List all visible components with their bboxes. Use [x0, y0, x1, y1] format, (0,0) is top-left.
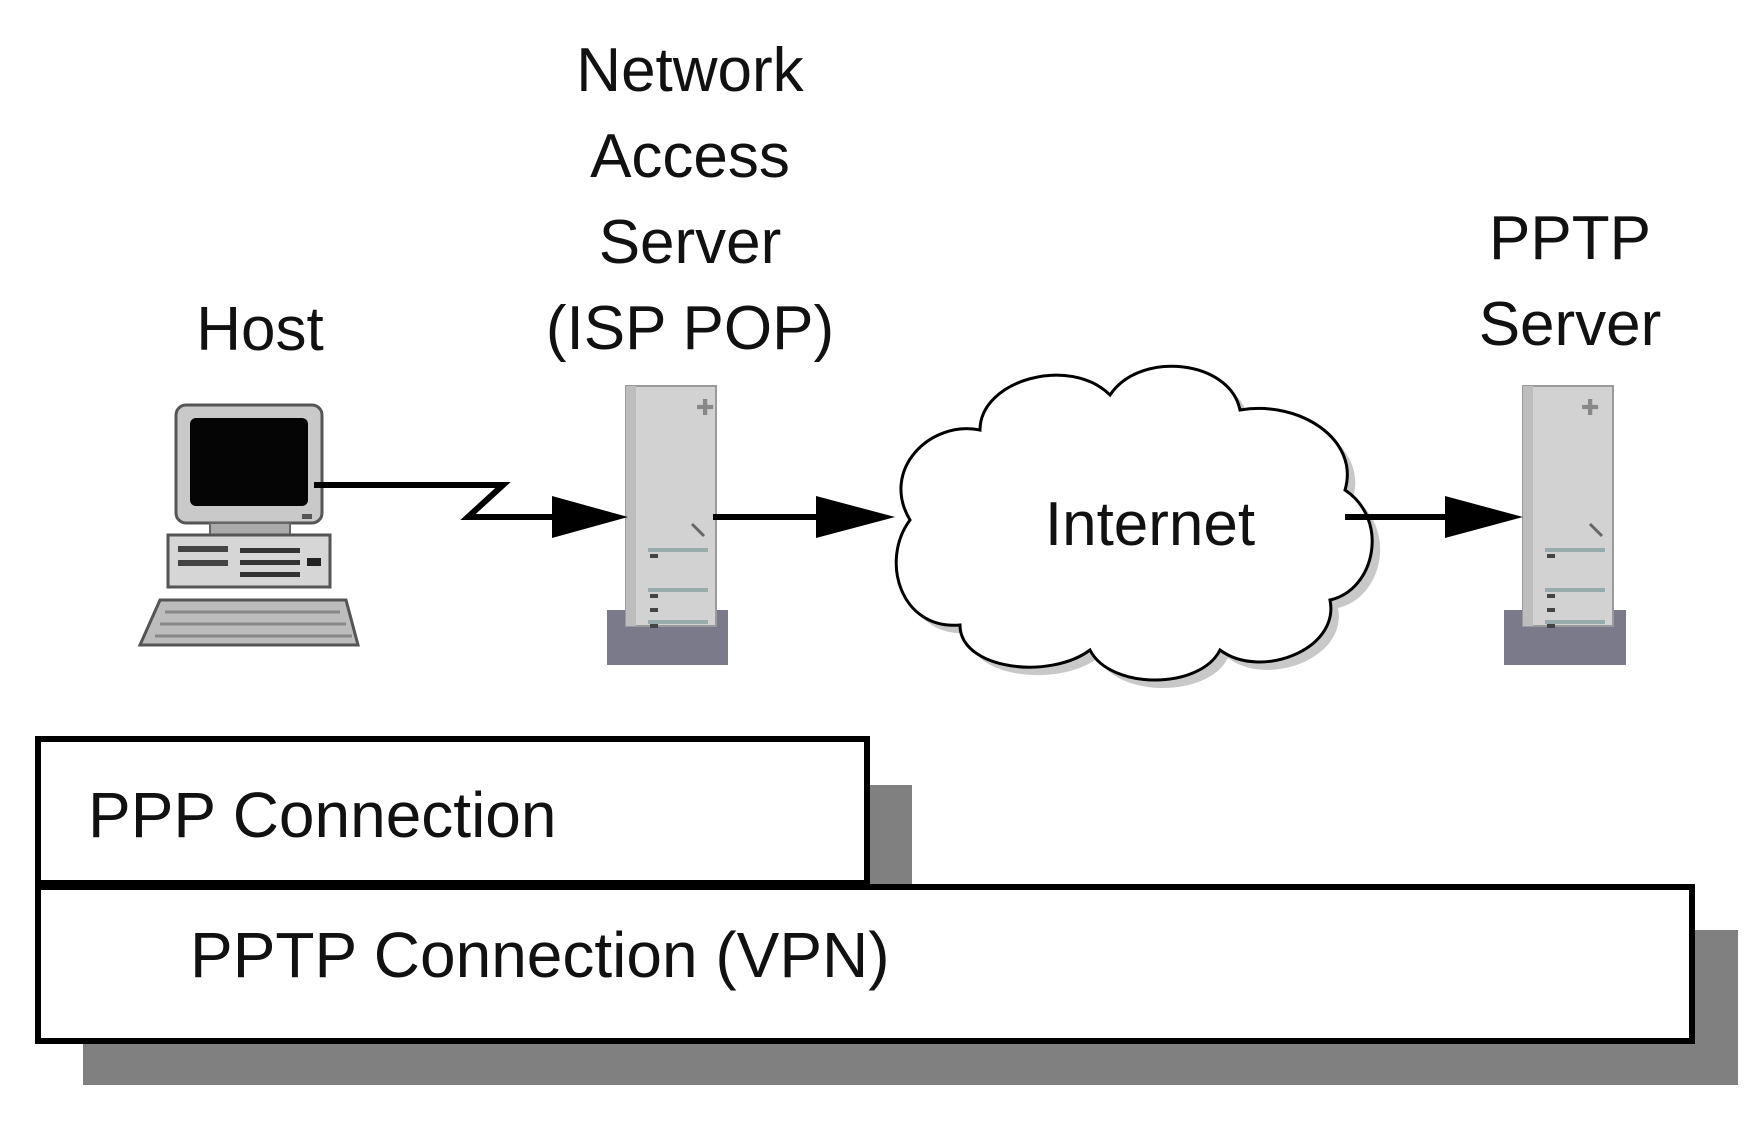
nas-to-internet-arrow: [713, 496, 895, 538]
nas-label-line: Access: [590, 122, 790, 191]
internet-label: Internet: [1044, 490, 1256, 559]
pptp-connection-label: PPTP Connection (VPN): [190, 919, 890, 991]
svg-text:✚: ✚: [696, 396, 714, 421]
pptp-connection-bar: [35, 884, 1695, 1044]
pptp-server-label-line: Server: [1478, 290, 1662, 359]
nas-label-line: (ISP POP): [545, 294, 835, 363]
dialup-link: [314, 482, 628, 538]
cloud-icon: [894, 364, 1381, 688]
nas-label: Network Access Server (ISP POP): [500, 28, 880, 372]
ppp-connection-bar: [35, 736, 870, 886]
ppp-connection-label: PPP Connection: [88, 779, 557, 851]
nas-label-line: Network: [576, 36, 804, 105]
nas-label-line: Server: [598, 208, 782, 277]
pptp-server-label: PPTP Server: [1440, 196, 1700, 368]
tower-server-icon: ✚: [607, 385, 728, 665]
pptp-server-label-line: PPTP: [1489, 204, 1651, 273]
host-label: Host: [196, 295, 324, 364]
internet-to-pptp-arrow: [1345, 496, 1523, 538]
tower-server-icon: ✚: [1504, 385, 1626, 665]
svg-text:✚: ✚: [1581, 396, 1599, 421]
desktop-computer-icon: [137, 403, 360, 647]
